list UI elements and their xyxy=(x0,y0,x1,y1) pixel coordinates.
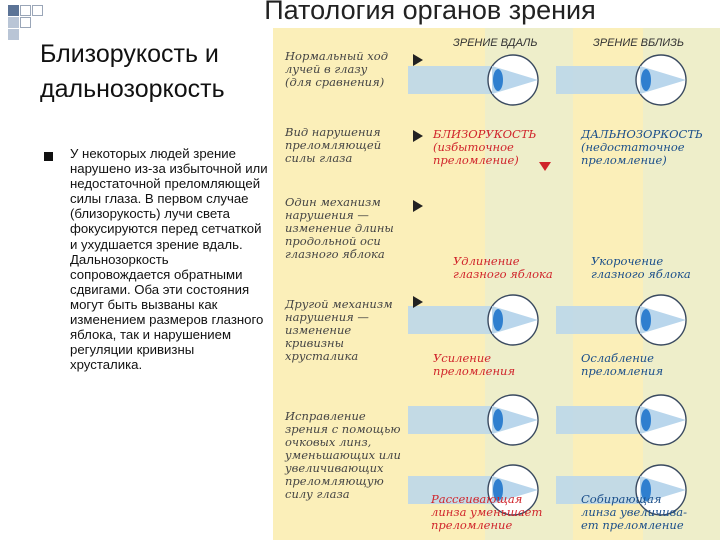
arrow-icon xyxy=(413,200,423,212)
eye-diagram xyxy=(556,294,687,346)
eye-diagram xyxy=(408,54,539,106)
row3-right-caption: Укорочение глазного яблока xyxy=(591,254,691,281)
header-far-vision: ЗРЕНИЕ ВДАЛЬ xyxy=(453,37,538,49)
eye-diagram xyxy=(408,464,539,516)
row4-right-caption: Ослабление преломления xyxy=(581,351,664,378)
eye-diagram xyxy=(408,394,539,446)
page-title: Патология органов зрения xyxy=(264,0,596,25)
subtitle-line-2: дальнозоркость xyxy=(40,75,225,103)
eye-illustrations xyxy=(408,28,720,540)
row3-label: Один механизм нарушения — изменение длин… xyxy=(285,195,394,261)
vision-diagram: ЗРЕНИЕ ВДАЛЬ ЗРЕНИЕ ВБЛИЗЬ Нормальный хо… xyxy=(273,28,720,540)
arrow-icon xyxy=(413,54,423,66)
row2-hyperopia: ДАЛЬНОЗОРКОСТЬ (недостаточное преломлени… xyxy=(581,127,703,167)
row5-label: Исправление зрения с помощью очковых лин… xyxy=(285,409,401,501)
slide-subtitle: Близорукость и дальнозоркость xyxy=(40,37,225,107)
eye-diagram xyxy=(556,394,687,446)
row2-label: Вид нарушения преломляющей силы глаза xyxy=(285,125,382,165)
row4-label: Другой механизм нарушения — изменение кр… xyxy=(285,297,393,363)
row1-label: Нормальный ход лучей в глазу (для сравне… xyxy=(285,49,388,89)
body-paragraph: У некоторых людей зрение нарушено из-за … xyxy=(70,146,268,373)
arrow-down-icon xyxy=(539,162,551,171)
row4-left-caption: Усиление преломления xyxy=(433,351,516,378)
header-near-vision: ЗРЕНИЕ ВБЛИЗЬ xyxy=(593,37,685,49)
bullet-icon xyxy=(44,152,53,161)
eye-diagram xyxy=(408,294,539,346)
eye-diagram xyxy=(556,54,687,106)
row5-left-caption: Рассеивающая линза уменьшает преломление xyxy=(431,492,543,532)
arrow-icon xyxy=(413,296,423,308)
row5-right-caption: Собирающая линза увеличива- ет преломлен… xyxy=(581,492,687,532)
eye-diagram xyxy=(556,464,687,516)
row2-myopia: БЛИЗОРУКОСТЬ (избыточное преломление) xyxy=(433,127,537,167)
subtitle-line-1: Близорукость и xyxy=(40,40,219,68)
arrow-icon xyxy=(413,130,423,142)
row3-left-caption: Удлинение глазного яблока xyxy=(453,254,553,281)
